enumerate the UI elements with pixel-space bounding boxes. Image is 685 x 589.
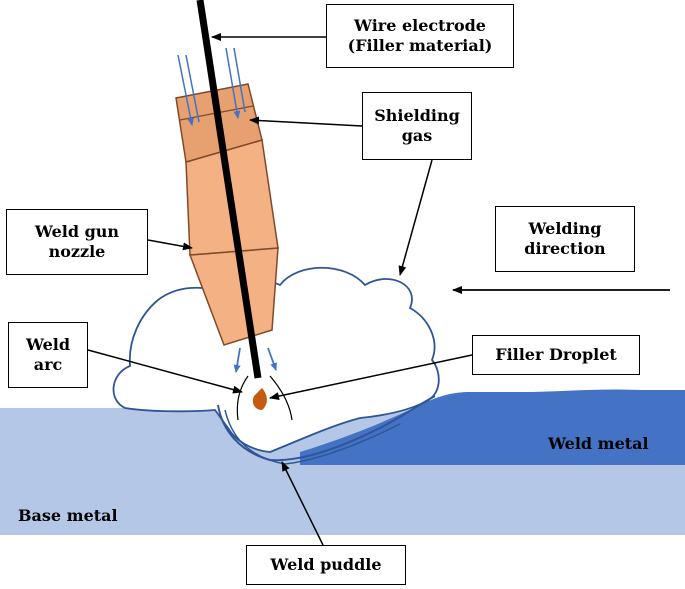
leader-filler-droplet [269, 354, 473, 401]
gas-arrow-left [233, 347, 241, 373]
label-weld-metal: Weld metal [548, 434, 649, 453]
arc-left [236, 375, 249, 421]
leader-weld-puddle [281, 461, 324, 546]
label-weld-puddle: Weld puddle [246, 545, 406, 585]
leader-shielding-gas-cloud [398, 159, 433, 276]
label-weld-gun-nozzle: Weld gun nozzle [6, 209, 148, 275]
gas-flow-4 [233, 47, 246, 113]
weld-metal [300, 389, 685, 465]
leader-weld-arc [87, 349, 243, 394]
gas-arrow-right [267, 347, 277, 371]
label-filler-droplet: Filler Droplet [472, 335, 640, 375]
wire-electrode [196, 0, 262, 379]
label-welding-direction: Welding direction [495, 206, 635, 272]
weld-puddle [217, 395, 436, 462]
label-base-metal: Base metal [18, 506, 118, 525]
filler-droplet [252, 388, 267, 410]
label-wire-electrode: Wire electrode (Filler material) [326, 4, 514, 68]
shielding-gas-cloud [112, 266, 440, 453]
label-shielding-gas: Shielding gas [362, 92, 472, 160]
gas-flow-1 [177, 54, 195, 126]
arc-right [269, 375, 293, 421]
label-weld-arc: Weld arc [8, 322, 88, 388]
leader-weld-gun-nozzle [147, 239, 193, 251]
gas-flow-3 [225, 47, 241, 119]
gas-flow-2 [185, 54, 200, 123]
leader-shielding-gas [249, 116, 363, 127]
